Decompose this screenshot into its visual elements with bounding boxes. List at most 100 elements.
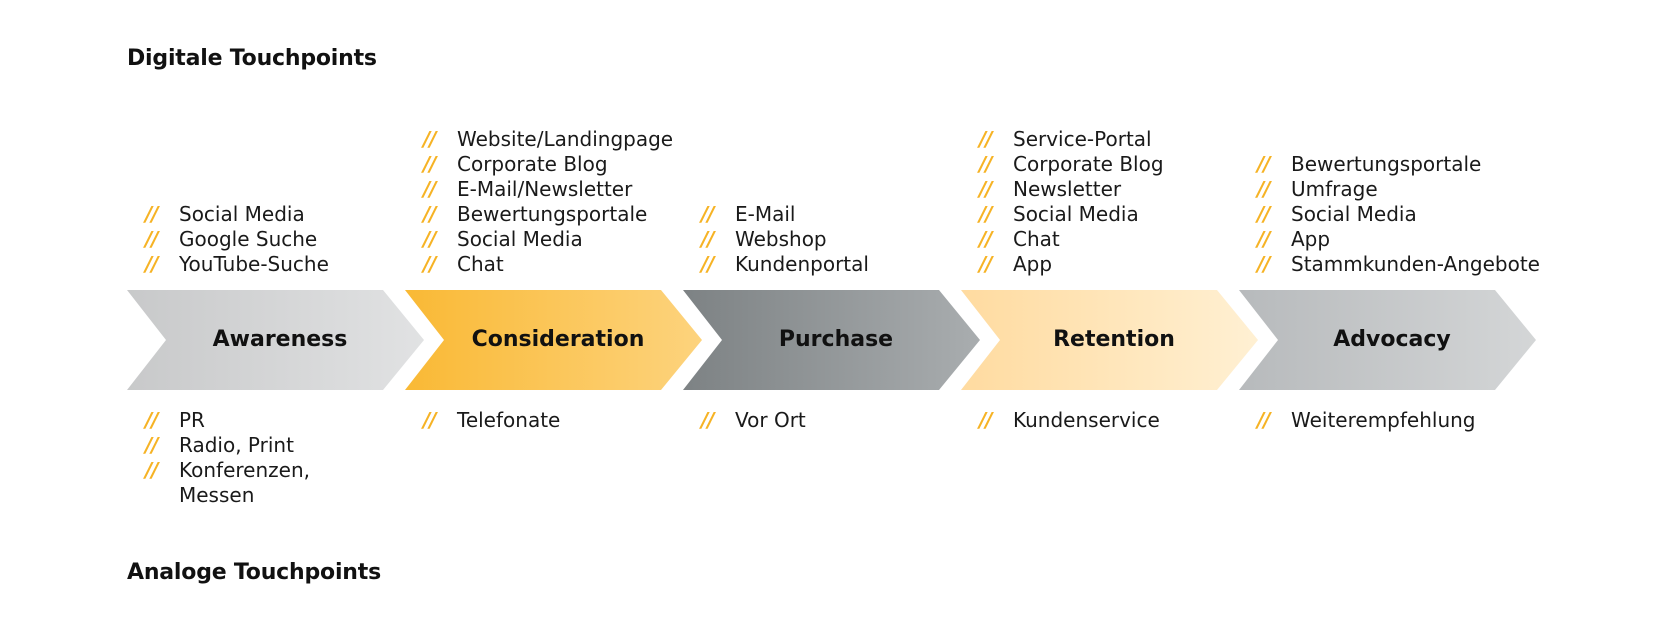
purchase-digital-list: //E-Mail//Webshop//Kundenportal (701, 202, 869, 277)
touchpoint-item: // Website/Landingpage (423, 127, 673, 152)
awareness-analog-list: // PR // Radio, Print // Konferenzen, Messen (145, 408, 329, 508)
touchpoint-label: App (1013, 252, 1053, 276)
touchpoint-label: Radio, Print (179, 433, 294, 457)
chevron-advocacy (1239, 290, 1536, 390)
consideration-analog-list: // Telefonate (423, 408, 560, 433)
touchpoint-item: // Stammkunden-Angebote (1257, 252, 1540, 277)
touchpoint-item: // Social Media (1257, 202, 1540, 227)
touchpoint-item: // Radio, Print (145, 433, 329, 458)
touchpoint-item: //App (1257, 227, 1540, 252)
bullet-marker: // (423, 227, 437, 251)
touchpoint-item: // Kundenportal (701, 252, 869, 277)
touchpoint-item: // Social Media (979, 202, 1164, 227)
bullet-marker: // (979, 227, 993, 251)
bullet-marker: // (701, 408, 715, 432)
touchpoint-label: Kundenservice (1013, 408, 1160, 432)
analog-touchpoints-heading: Analoge Touchpoints (127, 560, 381, 585)
bullet-marker: // (701, 227, 715, 251)
touchpoint-item: // Bewertungsportale (1257, 152, 1540, 177)
touchpoint-label: Social Media (179, 202, 305, 226)
touchpoint-item: // Google Suche (145, 227, 329, 252)
bullet-marker: // (145, 458, 159, 482)
touchpoint-item: // Service-Portal (979, 127, 1164, 152)
touchpoint-item: // Chat (979, 227, 1164, 252)
bullet-marker: // (1257, 152, 1271, 176)
touchpoint-label: Chat (1013, 227, 1060, 251)
bullet-marker: // (979, 127, 993, 151)
digital-touchpoints-heading: Digitale Touchpoints (127, 46, 377, 71)
touchpoint-item: // App (979, 252, 1164, 277)
chevron-consideration (405, 290, 702, 390)
bullet-marker: // (979, 152, 993, 176)
touchpoint-label: Stammkunden-Angebote (1291, 252, 1540, 276)
touchpoint-label: Chat (457, 252, 504, 276)
touchpoint-label: E-Mail/Newsletter (457, 177, 633, 201)
bullet-marker: // (423, 408, 437, 432)
touchpoint-label: Bewertungsportale (1291, 152, 1482, 176)
touchpoint-label: Website/Landingpage (457, 127, 674, 151)
bullet-marker: // (145, 252, 159, 276)
touchpoint-label: Service-Portal (1013, 127, 1152, 151)
touchpoint-label: Telefonate (457, 408, 561, 432)
touchpoint-item: // YouTube-Suche (145, 252, 329, 277)
touchpoint-item: // Kundenservice (979, 408, 1160, 433)
touchpoint-label: Google Suche (179, 227, 318, 251)
chevron-purchase (683, 290, 980, 390)
bullet-marker: // (1257, 227, 1271, 251)
bullet-marker: // (145, 202, 159, 226)
bullet-marker: // (145, 433, 159, 457)
bullet-marker: // (145, 227, 159, 251)
touchpoint-item: // Chat (423, 252, 673, 277)
touchpoint-label: Konferenzen, Messen (179, 458, 310, 507)
touchpoint-label: Social Media (457, 227, 583, 251)
bullet-marker: // (423, 252, 437, 276)
touchpoint-label: Corporate Blog (457, 152, 608, 176)
bullet-marker: // (979, 408, 993, 432)
advocacy-digital-list: //Bewertungsportale//Umfrage//Social Med… (1257, 152, 1540, 277)
bullet-marker: // (701, 252, 715, 276)
touchpoint-label: PR (179, 408, 205, 432)
bullet-marker: // (701, 202, 715, 226)
stage-label-advocacy: Advocacy (1333, 327, 1451, 352)
bullet-marker: // (423, 202, 437, 226)
bullet-marker: // (1257, 177, 1271, 201)
touchpoint-item: // Social Media (423, 227, 673, 252)
touchpoint-item: // Social Media (145, 202, 329, 227)
chevron-retention (961, 290, 1258, 390)
touchpoint-label: YouTube-Suche (179, 252, 329, 276)
touchpoint-item: // PR (145, 408, 329, 433)
bullet-marker: // (145, 408, 159, 432)
touchpoint-item: // Bewertungsportale (423, 202, 673, 227)
touchpoint-label: Weiterempfehlung (1291, 408, 1476, 432)
touchpoint-label: Kundenportal (735, 252, 869, 276)
touchpoint-label: Vor Ort (735, 408, 806, 432)
touchpoint-item: //E-Mail/Newsletter (423, 177, 673, 202)
retention-analog-list: // Kundenservice (979, 408, 1160, 433)
retention-digital-list: // Service-Portal // Corporate Blog // Newsle… (979, 127, 1164, 277)
stage-label-retention: Retention (1053, 327, 1175, 352)
bullet-marker: // (1257, 202, 1271, 226)
bullet-marker: // (423, 152, 437, 176)
touchpoint-item: //Umfrage (1257, 177, 1540, 202)
touchpoint-item: // Konferenzen, Messen (145, 458, 329, 508)
bullet-marker: // (423, 127, 437, 151)
touchpoint-label: Bewertungsportale (457, 202, 648, 226)
touchpoint-item: // Corporate Blog (979, 152, 1164, 177)
touchpoint-item: // Vor Ort (701, 408, 806, 433)
stage-label-consideration: Consideration (471, 327, 645, 352)
touchpoint-label: Corporate Blog (1013, 152, 1164, 176)
touchpoint-item: // Weiterempfehlung (1257, 408, 1476, 433)
bullet-marker: // (979, 252, 993, 276)
awareness-digital-list: // Social Media // Google Suche // YouTube-Su… (145, 202, 329, 277)
touchpoint-label: Webshop (735, 227, 827, 251)
bullet-marker: // (1257, 408, 1271, 432)
touchpoint-label: Social Media (1013, 202, 1139, 226)
bullet-marker: // (1257, 252, 1271, 276)
consideration-digital-list: //Website/Landingpage//Corporate Blog//E… (423, 127, 673, 277)
advocacy-analog-list: // Weiterempfehlung (1257, 408, 1476, 433)
touchpoint-label: Social Media (1291, 202, 1417, 226)
touchpoint-label: Newsletter (1013, 177, 1122, 201)
stage-label-awareness: Awareness (212, 327, 348, 352)
bullet-marker: // (979, 202, 993, 226)
